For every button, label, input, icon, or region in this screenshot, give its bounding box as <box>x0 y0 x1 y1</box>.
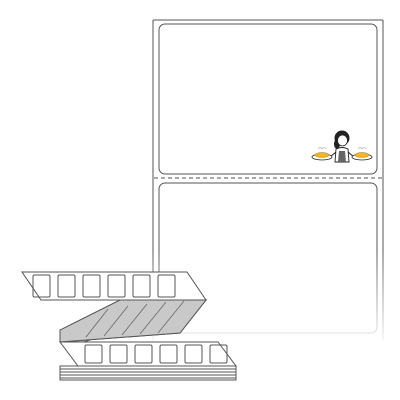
chef-serving-dishes-icon <box>311 130 373 163</box>
fanfold-stack-layers <box>59 365 237 381</box>
fanfold-bottom-strip <box>59 341 237 367</box>
fanfold-label-stack-icon <box>21 271 237 381</box>
label-top <box>158 23 378 175</box>
